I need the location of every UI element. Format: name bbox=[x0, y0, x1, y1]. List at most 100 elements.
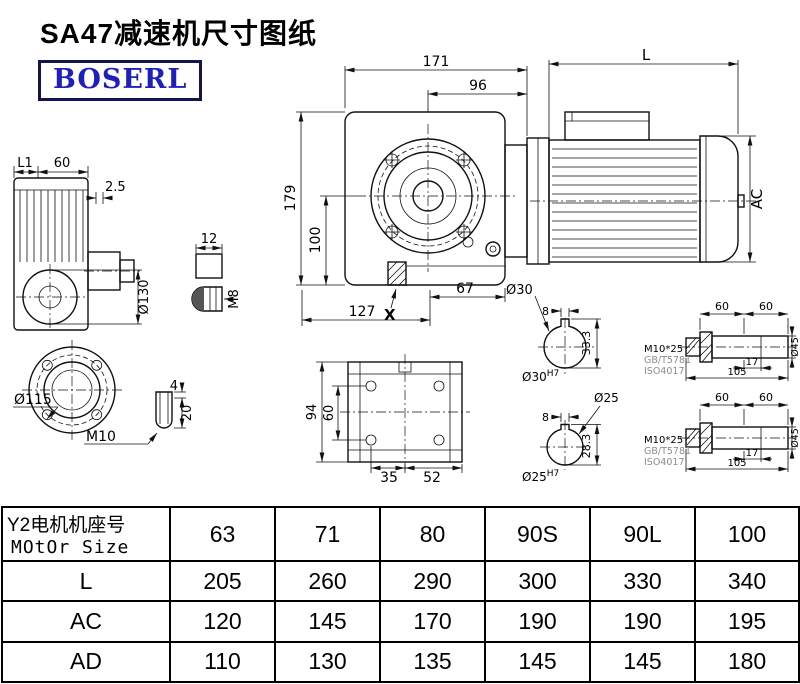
bolt-spec-1: M10*25 bbox=[644, 344, 683, 355]
motor-size-value: 71 bbox=[274, 506, 381, 562]
dim-M8: M8 bbox=[227, 289, 242, 309]
motor-size-value: 80 bbox=[379, 506, 486, 562]
dim-100: 100 bbox=[308, 227, 324, 254]
motor-size-value: 100 bbox=[694, 506, 800, 562]
front-view: X Ø30 171 96 179 100 67 127 bbox=[283, 54, 550, 332]
dim-L: L bbox=[642, 46, 651, 64]
d30h7-sup: H7 bbox=[547, 369, 560, 379]
dim-20: 20 bbox=[180, 405, 195, 422]
table-cell: 290 bbox=[379, 559, 486, 603]
dim-M10: M10 bbox=[86, 429, 116, 445]
dim-171: 171 bbox=[423, 54, 450, 70]
dim-96: 96 bbox=[469, 78, 487, 94]
terminal-box bbox=[564, 111, 650, 141]
dim-60a2: 60 bbox=[715, 391, 729, 404]
side-view: L1 60 2.5 Ø130 bbox=[13, 156, 152, 331]
dim-60b: 60 bbox=[322, 405, 337, 422]
shaft-end-detail-1: 60 60 M10*25 GB/T5781 ISO4017 17 105 Ø45 bbox=[644, 300, 800, 381]
std-gb-2: GB/T5781 bbox=[644, 446, 691, 457]
d25h7-base: Ø25 bbox=[522, 470, 547, 484]
dim-d45-1: Ø45 bbox=[790, 337, 800, 357]
std-iso-1: ISO4017 bbox=[644, 366, 685, 377]
motor-size-label-cn: Y2电机机座号 bbox=[7, 515, 126, 536]
dim-67: 67 bbox=[456, 281, 474, 297]
table-cell: 110 bbox=[169, 640, 276, 684]
table-cell: 260 bbox=[274, 559, 381, 603]
key-section-m8: 12 M8 bbox=[191, 232, 242, 312]
motor-size-value: 90L bbox=[589, 506, 696, 562]
std-gb-1: GB/T5781 bbox=[644, 355, 691, 366]
brand-logo: BOSERL bbox=[38, 60, 203, 101]
dim-105-1: 105 bbox=[727, 367, 746, 378]
dim-d115: Ø115 bbox=[14, 392, 52, 408]
dim-d25: Ø25 bbox=[594, 391, 619, 405]
table-cell: 205 bbox=[169, 559, 276, 603]
row-label-AD: AD bbox=[1, 640, 171, 684]
table-cell: 120 bbox=[169, 600, 276, 643]
dim-60: 60 bbox=[54, 156, 71, 171]
table-cell: 340 bbox=[694, 559, 800, 603]
flange-view: Ø115 M10 bbox=[13, 340, 158, 445]
row-label-L: L bbox=[1, 559, 171, 603]
dim-127: 127 bbox=[349, 304, 376, 320]
dim-L1: L1 bbox=[17, 156, 33, 171]
dim-35: 35 bbox=[380, 470, 398, 486]
dim-key8a: 8 bbox=[542, 305, 549, 318]
table-cell: 130 bbox=[274, 640, 381, 684]
key-end-shading bbox=[192, 287, 204, 311]
dim-60b1: 60 bbox=[759, 300, 773, 313]
dim-52: 52 bbox=[423, 470, 441, 486]
bore-section-30: 8 33.3 Ø30H7 bbox=[522, 305, 601, 384]
row-label-AC: AC bbox=[1, 600, 171, 643]
drawing-canvas: L1 60 2.5 Ø130 12 M8 bbox=[13, 46, 800, 486]
table-cell: 300 bbox=[484, 559, 591, 603]
d25h7-sup: H7 bbox=[547, 469, 560, 479]
motor-size-header-cell: Y2电机机座号 MOtOr Size bbox=[1, 506, 171, 562]
table-cell: 190 bbox=[484, 600, 591, 643]
spec-table: Y2电机机座号 MOtOr Size 63 71 80 90S 90L 100 … bbox=[1, 506, 800, 684]
label-x: X bbox=[384, 306, 396, 324]
dim-28p3: 28.3 bbox=[580, 434, 593, 459]
dim-17-2: 17 bbox=[746, 448, 759, 459]
dim-d30: Ø30 bbox=[506, 283, 533, 298]
table-cell: 180 bbox=[694, 640, 800, 684]
table-cell: 195 bbox=[694, 600, 800, 643]
table-row-AC: AC 120 145 170 190 190 195 bbox=[1, 600, 800, 643]
dim-4: 4 bbox=[170, 379, 178, 394]
table-cell: 135 bbox=[379, 640, 486, 684]
dim-d45-2: Ø45 bbox=[790, 428, 800, 448]
dim-179: 179 bbox=[283, 185, 299, 212]
dim-d130: Ø130 bbox=[137, 279, 152, 314]
table-cell: 330 bbox=[589, 559, 696, 603]
table-cell: 190 bbox=[589, 600, 696, 643]
dim-12: 12 bbox=[201, 232, 218, 247]
table-row-motor-size: Y2电机机座号 MOtOr Size 63 71 80 90S 90L 100 bbox=[1, 506, 800, 562]
dim-60b2: 60 bbox=[759, 391, 773, 404]
motor-size-label-en: MOtOr Size bbox=[11, 537, 130, 558]
table-cell: 145 bbox=[484, 640, 591, 684]
dim-33p3: 33.3 bbox=[580, 331, 593, 356]
shaft-end-detail-2: 60 60 M10*25 GB/T5781 ISO4017 17 105 Ø45 bbox=[644, 391, 800, 472]
dim-2p5: 2.5 bbox=[105, 180, 126, 195]
motor-size-value: 90S bbox=[484, 506, 591, 562]
motor-view: L AC bbox=[526, 46, 766, 265]
dim-105-2: 105 bbox=[727, 458, 746, 469]
motor-size-value: 63 bbox=[169, 506, 276, 562]
std-iso-2: ISO4017 bbox=[644, 457, 685, 468]
table-cell: 170 bbox=[379, 600, 486, 643]
dim-60a1: 60 bbox=[715, 300, 729, 313]
dim-17-1: 17 bbox=[746, 357, 759, 368]
page-title: SA47减速机尺寸图纸 bbox=[40, 18, 318, 49]
dim-key8b: 8 bbox=[542, 411, 549, 424]
label-d30h7: Ø30H7 bbox=[522, 369, 559, 384]
table-cell: 145 bbox=[274, 600, 381, 643]
fan-cover bbox=[699, 135, 739, 263]
label-d25h7: Ø25H7 bbox=[522, 469, 559, 484]
bottom-view: 94 60 35 52 bbox=[305, 354, 470, 486]
table-row-AD: AD 110 130 135 145 145 180 bbox=[1, 640, 800, 684]
d30h7-base: Ø30 bbox=[522, 370, 547, 384]
dim-94: 94 bbox=[305, 404, 320, 421]
table-cell: 145 bbox=[589, 640, 696, 684]
bolt-spec-2: M10*25 bbox=[644, 435, 683, 446]
